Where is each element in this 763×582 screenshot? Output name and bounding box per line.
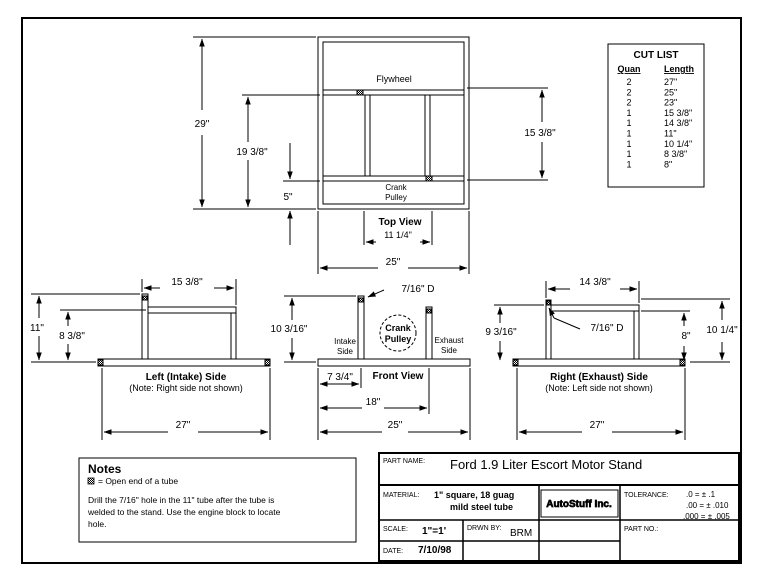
flywheel-label: Flywheel — [376, 74, 412, 84]
notes-title: Notes — [88, 462, 122, 476]
left-view-note: (Note: Right side not shown) — [129, 383, 243, 393]
cut-list: CUT LIST Quan Length 2 27" 2 25" 2 23" 1 15 3/8… — [607, 43, 705, 188]
cut-list-length: 10 1/4" — [664, 139, 692, 149]
dim-15-3-8-top: 15 3/8" — [524, 128, 556, 139]
cut-list-length: 8 3/8" — [664, 149, 687, 159]
dim-14-3-8-right: 14 3/8" — [579, 277, 611, 288]
exhaust-label: Exhaust — [435, 336, 465, 345]
top-view — [193, 36, 548, 274]
part-name-label: PART NAME: — [383, 458, 425, 465]
left-view-labels: 15 3/8" 11" 8 3/8" Left (Intake) Side (N… — [30, 277, 243, 431]
intake-label: Intake — [334, 337, 356, 346]
material-line-2: mild steel tube — [450, 502, 513, 512]
dim-8-right: 8" — [681, 331, 691, 342]
cut-list-col-quan: Quan — [617, 64, 640, 74]
dim-19-3-8: 19 3/8" — [236, 147, 268, 158]
cut-list-length: 11" — [664, 129, 677, 139]
right-view-note: (Note: Left side not shown) — [545, 383, 653, 393]
right-view-title: Right (Exhaust) Side — [550, 372, 648, 383]
right-view — [494, 281, 730, 440]
title-block — [378, 452, 740, 562]
cut-list-length: 25" — [664, 87, 677, 97]
tolerance-line-1: .0 = ± .1 — [686, 490, 716, 499]
top-view-labels: Flywheel Crank Pulley Top View 29" 19 3/… — [195, 74, 556, 268]
material-line-1: 1" square, 18 guag — [434, 490, 514, 500]
dim-29: 29" — [195, 119, 210, 130]
part-name: Ford 1.9 Liter Escort Motor Stand — [450, 457, 642, 472]
cut-list-length: 15 3/8" — [664, 108, 692, 118]
front-hole-label: 7/16" D — [401, 284, 434, 295]
dim-15-3-8-left: 15 3/8" — [171, 277, 203, 288]
front-view-labels: 7/16" D 10 3/16" Intake Side Exhaust Sid… — [271, 284, 465, 431]
drawn-by-value: BRM — [510, 528, 532, 539]
dim-27-right: 27" — [590, 420, 605, 431]
cut-list-rows: 2 27" 2 25" 2 23" 1 15 3/8" 1 14 3/8" 1 11" 1 10 1/4"… — [626, 77, 692, 169]
title-block-text: PART NAME: Ford 1.9 Liter Escort Motor S… — [383, 457, 730, 556]
cut-list-quan: 1 — [626, 129, 631, 139]
cut-list-quan: 2 — [626, 87, 631, 97]
top-view-title: Top View — [379, 217, 422, 228]
date-value: 7/10/98 — [418, 545, 452, 556]
cut-list-length: 8" — [664, 159, 672, 169]
dim-10-1-4: 10 1/4" — [706, 325, 738, 336]
cut-list-quan: 2 — [626, 98, 631, 108]
scale-label: SCALE: — [383, 526, 408, 533]
exhaust-side-label: Side — [441, 346, 458, 355]
cut-list-quan: 1 — [626, 159, 631, 169]
cut-list-quan: 2 — [626, 77, 631, 87]
notes-box: Notes = Open end of a tube Drill the 7/1… — [78, 457, 357, 543]
right-hole-label: 7/16" D — [590, 323, 623, 334]
dim-25-front: 25" — [388, 420, 403, 431]
notes-legend: = Open end of a tube — [98, 476, 178, 486]
sheet-border — [21, 17, 742, 564]
cut-list-col-length: Length — [664, 64, 694, 74]
cut-list-box — [607, 43, 705, 188]
dim-27-left: 27" — [176, 420, 191, 431]
dim-8-3-8-left: 8 3/8" — [59, 331, 85, 342]
open-end-legend-swatch — [87, 477, 95, 485]
dim-5: 5" — [283, 192, 293, 203]
pulley-label: Pulley — [385, 193, 407, 202]
notes-line-3: hole. — [88, 519, 106, 529]
scale-value: 1"=1' — [422, 526, 446, 537]
cut-list-quan: 1 — [626, 139, 631, 149]
drawn-by-label: DRWN BY: — [467, 525, 502, 532]
front-view-title: Front View — [373, 371, 424, 382]
dim-11-left: 11" — [30, 323, 44, 334]
company-logo: AutoStuff Inc. — [546, 499, 612, 510]
tolerance-label: TOLERANCE: — [624, 492, 669, 499]
cut-list-length: 27" — [664, 77, 677, 87]
front-pulley-label: Pulley — [385, 334, 412, 344]
dim-7-3-4: 7 3/4" — [327, 372, 353, 383]
material-label: MATERIAL: — [383, 492, 419, 499]
dim-25-top: 25" — [386, 257, 401, 268]
date-label: DATE: — [383, 548, 403, 555]
crank-label: Crank — [385, 183, 407, 192]
left-view-title: Left (Intake) Side — [146, 372, 227, 383]
notes-line-2: welded to the stand. Use the engine bloc… — [87, 507, 281, 517]
tolerance-line-2: .00 = ± .010 — [686, 501, 729, 510]
notes-line-1: Drill the 7/16" hole in the 11" tube aft… — [88, 495, 274, 505]
front-crank-label: Crank — [385, 323, 412, 333]
part-no-label: PART NO.: — [624, 526, 658, 533]
dim-10-3-16: 10 3/16" — [271, 324, 308, 335]
intake-side-label: Side — [337, 347, 354, 356]
left-view — [31, 279, 271, 440]
dim-11-1-4: 11 1/4" — [384, 230, 412, 240]
front-view — [284, 289, 471, 440]
cut-list-length: 14 3/8" — [664, 118, 692, 128]
cut-list-quan: 1 — [626, 108, 631, 118]
dim-9-3-16: 9 3/16" — [485, 327, 517, 338]
tolerance-line-3: .000 = ± .005 — [683, 512, 730, 521]
right-view-labels: 14 3/8" 9 3/16" 7/16" D 8" 10 1/4" Right… — [485, 277, 738, 431]
cut-list-title: CUT LIST — [634, 50, 679, 61]
cut-list-quan: 1 — [626, 149, 631, 159]
dim-18: 18" — [366, 397, 381, 408]
cut-list-length: 23" — [664, 98, 677, 108]
cut-list-quan: 1 — [626, 118, 631, 128]
